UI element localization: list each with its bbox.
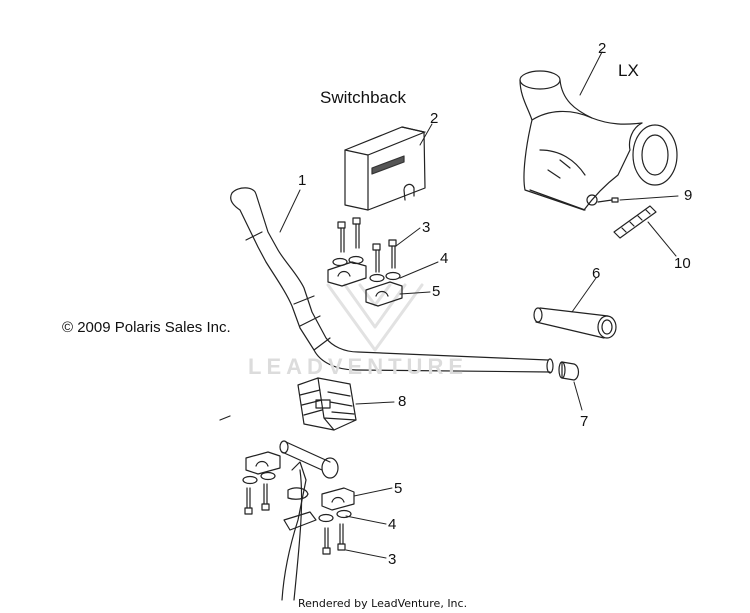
callout-3-upper: 3 <box>422 219 431 236</box>
callout-1: 1 <box>298 172 307 189</box>
leader-lines <box>279 51 679 559</box>
callout-7: 7 <box>580 413 589 430</box>
callout-5-upper: 5 <box>432 283 441 300</box>
callout-2-switchback: 2 <box>430 110 439 127</box>
callout-2-lx: 2 <box>598 40 607 57</box>
strip-part-10 <box>613 205 657 239</box>
washers-part-4-lower <box>242 471 352 523</box>
footer-credit: Rendered by LeadVenture, Inc. <box>298 597 468 610</box>
copyright-notice: © 2009 Polaris Sales Inc. <box>62 319 231 336</box>
title-switchback: Switchback <box>320 88 406 107</box>
clamps-part-5-lower <box>245 451 355 511</box>
handlebar-part-1 <box>219 187 554 421</box>
callout-4-lower: 4 <box>388 516 397 533</box>
callout-8: 8 <box>398 393 407 410</box>
clamps-part-5-upper <box>327 261 403 307</box>
switchback-pad-part-2 <box>344 126 426 211</box>
callout-9: 9 <box>684 187 693 204</box>
title-lx: LX <box>618 61 639 80</box>
lx-pad-part-2 <box>519 70 678 211</box>
watermark-text: LEADVENTURE <box>248 354 469 379</box>
grip-part-6 <box>533 307 617 339</box>
end-plug-part-7 <box>558 361 580 381</box>
callout-4-upper: 4 <box>440 250 449 267</box>
bolts-part-3-upper <box>337 217 397 273</box>
callout-5-lower: 5 <box>394 480 403 497</box>
steering-post <box>279 440 339 601</box>
callout-6: 6 <box>592 265 601 282</box>
callout-10: 10 <box>674 255 691 272</box>
bolts-part-3-lower <box>244 483 346 555</box>
callout-3-lower: 3 <box>388 551 397 568</box>
screw-part-9 <box>586 194 619 206</box>
mount-block-part-8 <box>297 377 357 431</box>
watermark-logo <box>326 283 424 352</box>
